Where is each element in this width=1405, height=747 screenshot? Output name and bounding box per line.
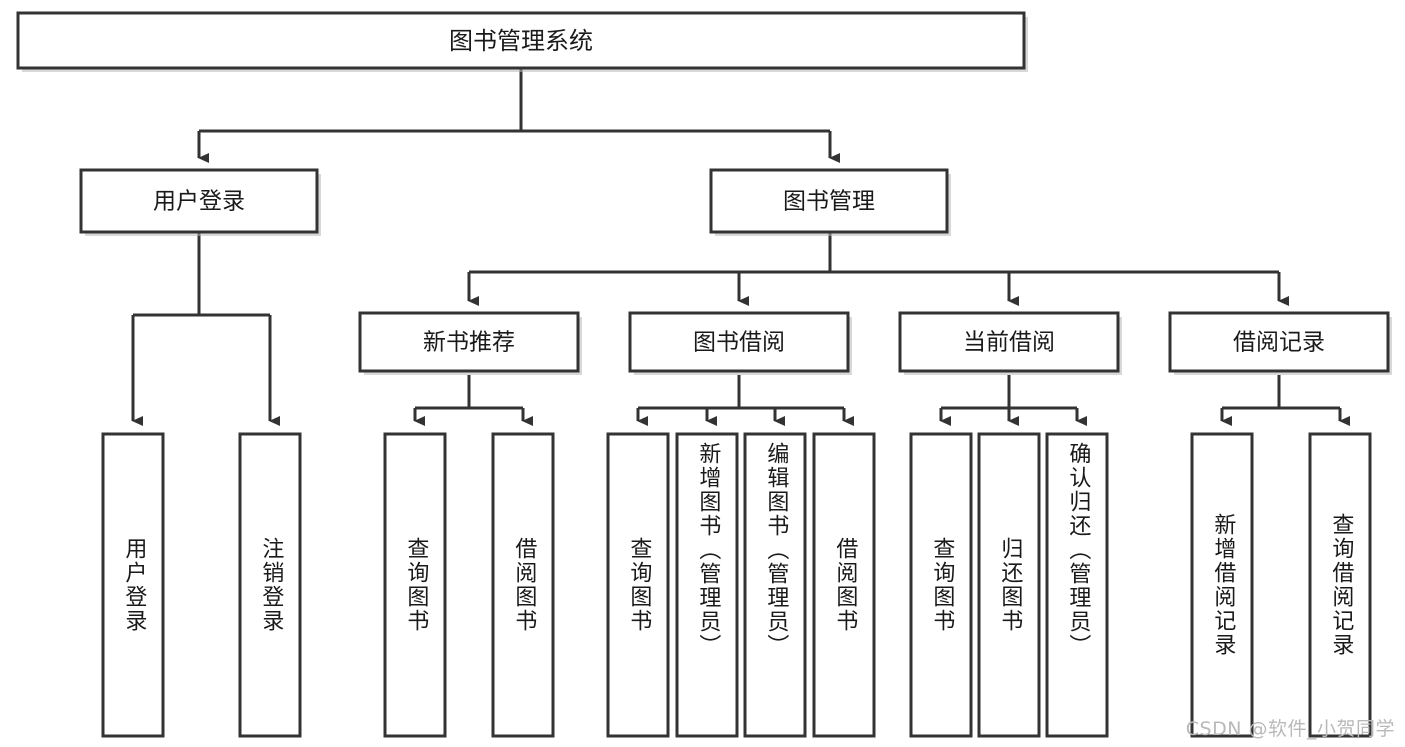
leaf-return-book-box[interactable] xyxy=(977,432,1041,738)
node-current-borrow-label: 当前借阅 xyxy=(963,330,1055,356)
csdn-watermark: CSDN @软件_小贺同学 xyxy=(1185,718,1395,740)
node-current-borrow-box[interactable] xyxy=(898,311,1120,373)
leaf-user-login-box[interactable] xyxy=(101,432,165,738)
leaf-user-logout-box[interactable] xyxy=(238,432,302,738)
node-book-management-label: 图书管理 xyxy=(783,189,875,215)
node-book-management[interactable]: 图书管理 xyxy=(709,168,951,236)
connector-group-root xyxy=(197,68,840,163)
node-book-borrow-label: 图书借阅 xyxy=(693,330,785,356)
node-user-login[interactable]: 用户登录 xyxy=(79,168,321,236)
node-new-book-recommend-label: 新书推荐 xyxy=(423,330,515,356)
connector-group-book-management xyxy=(467,232,1289,306)
leaf-borrow-book-1-box[interactable] xyxy=(491,432,555,738)
leaf-edit-book-box[interactable] xyxy=(743,432,807,738)
node-root-label: 图书管理系统 xyxy=(449,27,593,55)
leaf-confirm-return-box[interactable] xyxy=(1045,432,1109,738)
node-new-book-recommend-box[interactable] xyxy=(358,311,580,373)
node-book-borrow[interactable]: 图书借阅 xyxy=(628,311,852,375)
leaf-query-book-2-box[interactable] xyxy=(606,432,670,738)
leaf-add-record-box[interactable] xyxy=(1190,432,1254,738)
node-new-book-recommend[interactable]: 新书推荐 xyxy=(358,311,582,375)
connector-group-book-borrow xyxy=(636,375,854,426)
node-user-login-label: 用户登录 xyxy=(153,189,245,215)
connector-group-borrow-record xyxy=(1220,375,1350,426)
node-root-box[interactable] xyxy=(16,11,1026,70)
node-user-login-box[interactable] xyxy=(79,168,319,234)
node-borrow-record-label: 借阅记录 xyxy=(1233,330,1325,356)
node-book-borrow-box[interactable] xyxy=(628,311,850,373)
node-borrow-record-box[interactable] xyxy=(1168,311,1390,373)
leaf-add-book-box[interactable] xyxy=(675,432,739,738)
node-current-borrow[interactable]: 当前借阅 xyxy=(898,311,1122,375)
node-root[interactable]: 图书管理系统 xyxy=(16,11,1028,72)
leaf-borrow-book-2-box[interactable] xyxy=(812,432,876,738)
node-borrow-record[interactable]: 借阅记录 xyxy=(1168,311,1392,375)
leaf-query-record-box[interactable] xyxy=(1308,432,1372,738)
node-book-management-box[interactable] xyxy=(709,168,949,234)
leaf-query-book-1-box[interactable] xyxy=(383,432,447,738)
connector-group-current-borrow xyxy=(939,375,1087,426)
connector-group-user-login xyxy=(131,232,280,426)
leaf-query-book-3-box[interactable] xyxy=(909,432,973,738)
leaf-node-boxes xyxy=(101,432,1372,738)
connector-group-new-book-recommend xyxy=(413,375,533,426)
